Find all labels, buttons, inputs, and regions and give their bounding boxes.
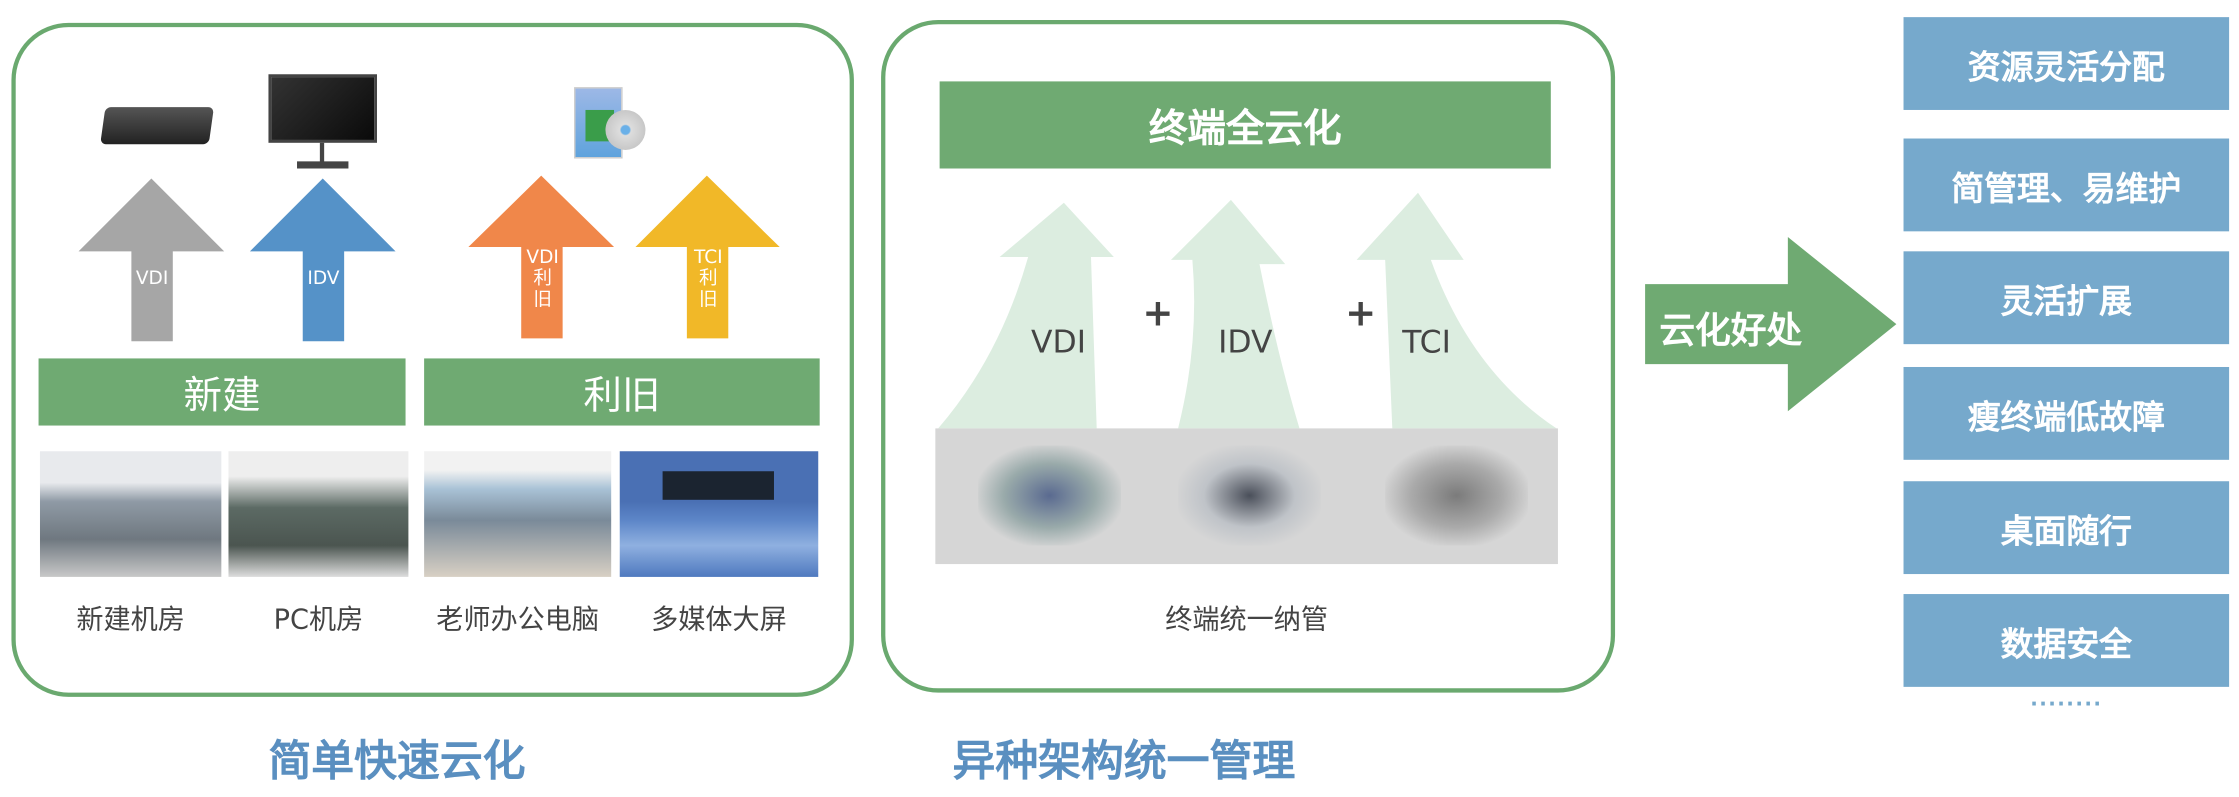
label-line: TCI (693, 247, 723, 269)
lab-photo (978, 445, 1121, 546)
label-line: 旧 (533, 289, 552, 312)
benefit-item: 桌面随行 (1903, 481, 2230, 575)
plus-icon: + (1142, 292, 1174, 336)
benefit-item: 灵活扩展 (1903, 251, 2230, 345)
new-lab-photo (39, 451, 222, 577)
new-build-bar: 新建 (38, 358, 406, 426)
left-panel-title: 简单快速云化 (268, 736, 526, 787)
benefit-item: 瘦终端低故障 (1903, 366, 2230, 460)
simple-fast-cloud-panel (11, 22, 854, 697)
plus-icon: + (1345, 292, 1377, 336)
unified-management-panel (881, 19, 1616, 693)
terminal-unified-caption: 终端统一纳管 (1165, 604, 1329, 636)
label-line: 旧 (698, 289, 718, 312)
tci-reuse-arrow (635, 175, 780, 339)
terminal-cloud-header: 终端全云化 (939, 81, 1551, 169)
benefit-arrow-shape (1645, 237, 1897, 412)
vdi-reuse-arrow (468, 175, 615, 339)
middle-arrows (938, 192, 1557, 429)
label-line: 利 (698, 268, 718, 290)
benefit-item: 数据安全 (1903, 594, 2230, 687)
idv-curved-arrow (1170, 199, 1300, 429)
monitor-icon (268, 74, 377, 169)
photo-caption: 多媒体大屏 (651, 604, 787, 636)
cloud-benefits-label: 云化好处 (1659, 309, 1803, 352)
photo-caption: 老师办公电脑 (436, 604, 600, 636)
benefit-item: 资源灵活分配 (1903, 17, 2230, 110)
photo-caption: PC机房 (273, 604, 364, 636)
photo-caption: 新建机房 (76, 604, 185, 636)
lab-photo (1178, 445, 1321, 546)
multimedia-screen-photo (619, 451, 819, 577)
vdi-reuse-arrow-label: VDI 利 旧 (514, 247, 571, 311)
vdi-arrow-label: VDI (135, 268, 169, 290)
terminal-photo-strip (935, 428, 1558, 565)
keyboard-photo (1385, 445, 1528, 546)
more-ellipsis: ........ (2030, 688, 2103, 712)
left-arrows (78, 175, 780, 342)
idv-arrow (249, 178, 396, 342)
label-line: VDI (526, 247, 559, 269)
tci-label: TCI (1402, 325, 1451, 362)
vdi-label: VDI (1031, 325, 1086, 362)
idv-arrow-label: IDV (307, 268, 340, 290)
idv-label: IDV (1218, 325, 1273, 362)
vdi-curved-arrow (938, 202, 1114, 429)
tci-reuse-arrow-label: TCI 利 旧 (680, 247, 737, 311)
tci-curved-arrow (1356, 192, 1557, 429)
pc-lab-photo (228, 451, 409, 577)
middle-panel-title: 异种架构统一管理 (952, 736, 1296, 787)
software-box-icon (571, 79, 660, 162)
vdi-arrow (78, 178, 225, 342)
label-line: 利 (533, 268, 552, 290)
teacher-office-photo (424, 451, 612, 577)
reuse-bar: 利旧 (424, 358, 820, 426)
benefit-item: 简管理、易维护 (1903, 138, 2230, 232)
